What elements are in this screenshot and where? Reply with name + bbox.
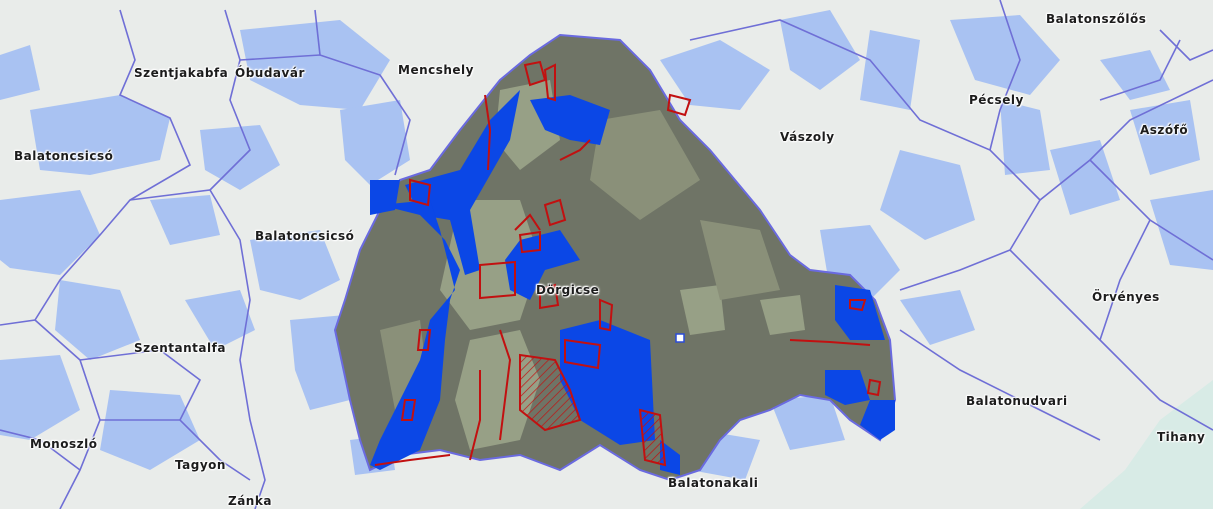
label-obudavar: Óbudavár xyxy=(235,66,305,80)
label-dorgicse: Dörgicse xyxy=(536,283,600,297)
label-szentjakabfa: Szentjakabfa xyxy=(134,66,229,80)
label-aszofo: Aszófő xyxy=(1140,123,1189,137)
label-zanka: Zánka xyxy=(228,494,272,508)
label-tagyon: Tagyon xyxy=(175,458,226,472)
label-balatoncsicso-west: Balatoncsicsó xyxy=(14,149,114,163)
label-balatonudvari: Balatonudvari xyxy=(966,394,1068,408)
label-vaszoly: Vászoly xyxy=(780,130,835,144)
label-szentantalfa: Szentantalfa xyxy=(134,341,226,355)
label-mencshely: Mencshely xyxy=(398,63,474,77)
natura-zones-dark xyxy=(370,90,895,475)
label-monoszlo: Monoszló xyxy=(30,437,98,451)
label-balatoncsicso-center: Balatoncsicsó xyxy=(255,229,355,243)
label-balatonszolos: Balatonszőlős xyxy=(1046,12,1147,26)
natura-zones-light xyxy=(0,10,1213,480)
label-balatonakali: Balatonakali xyxy=(668,476,759,490)
label-tihany: Tihany xyxy=(1157,430,1206,444)
label-orvenyes: Örvényes xyxy=(1092,290,1160,304)
label-pecsely: Pécsely xyxy=(969,93,1024,107)
lake-balaton xyxy=(1080,380,1213,509)
point-marker xyxy=(675,333,685,343)
protected-parcels xyxy=(374,60,882,467)
